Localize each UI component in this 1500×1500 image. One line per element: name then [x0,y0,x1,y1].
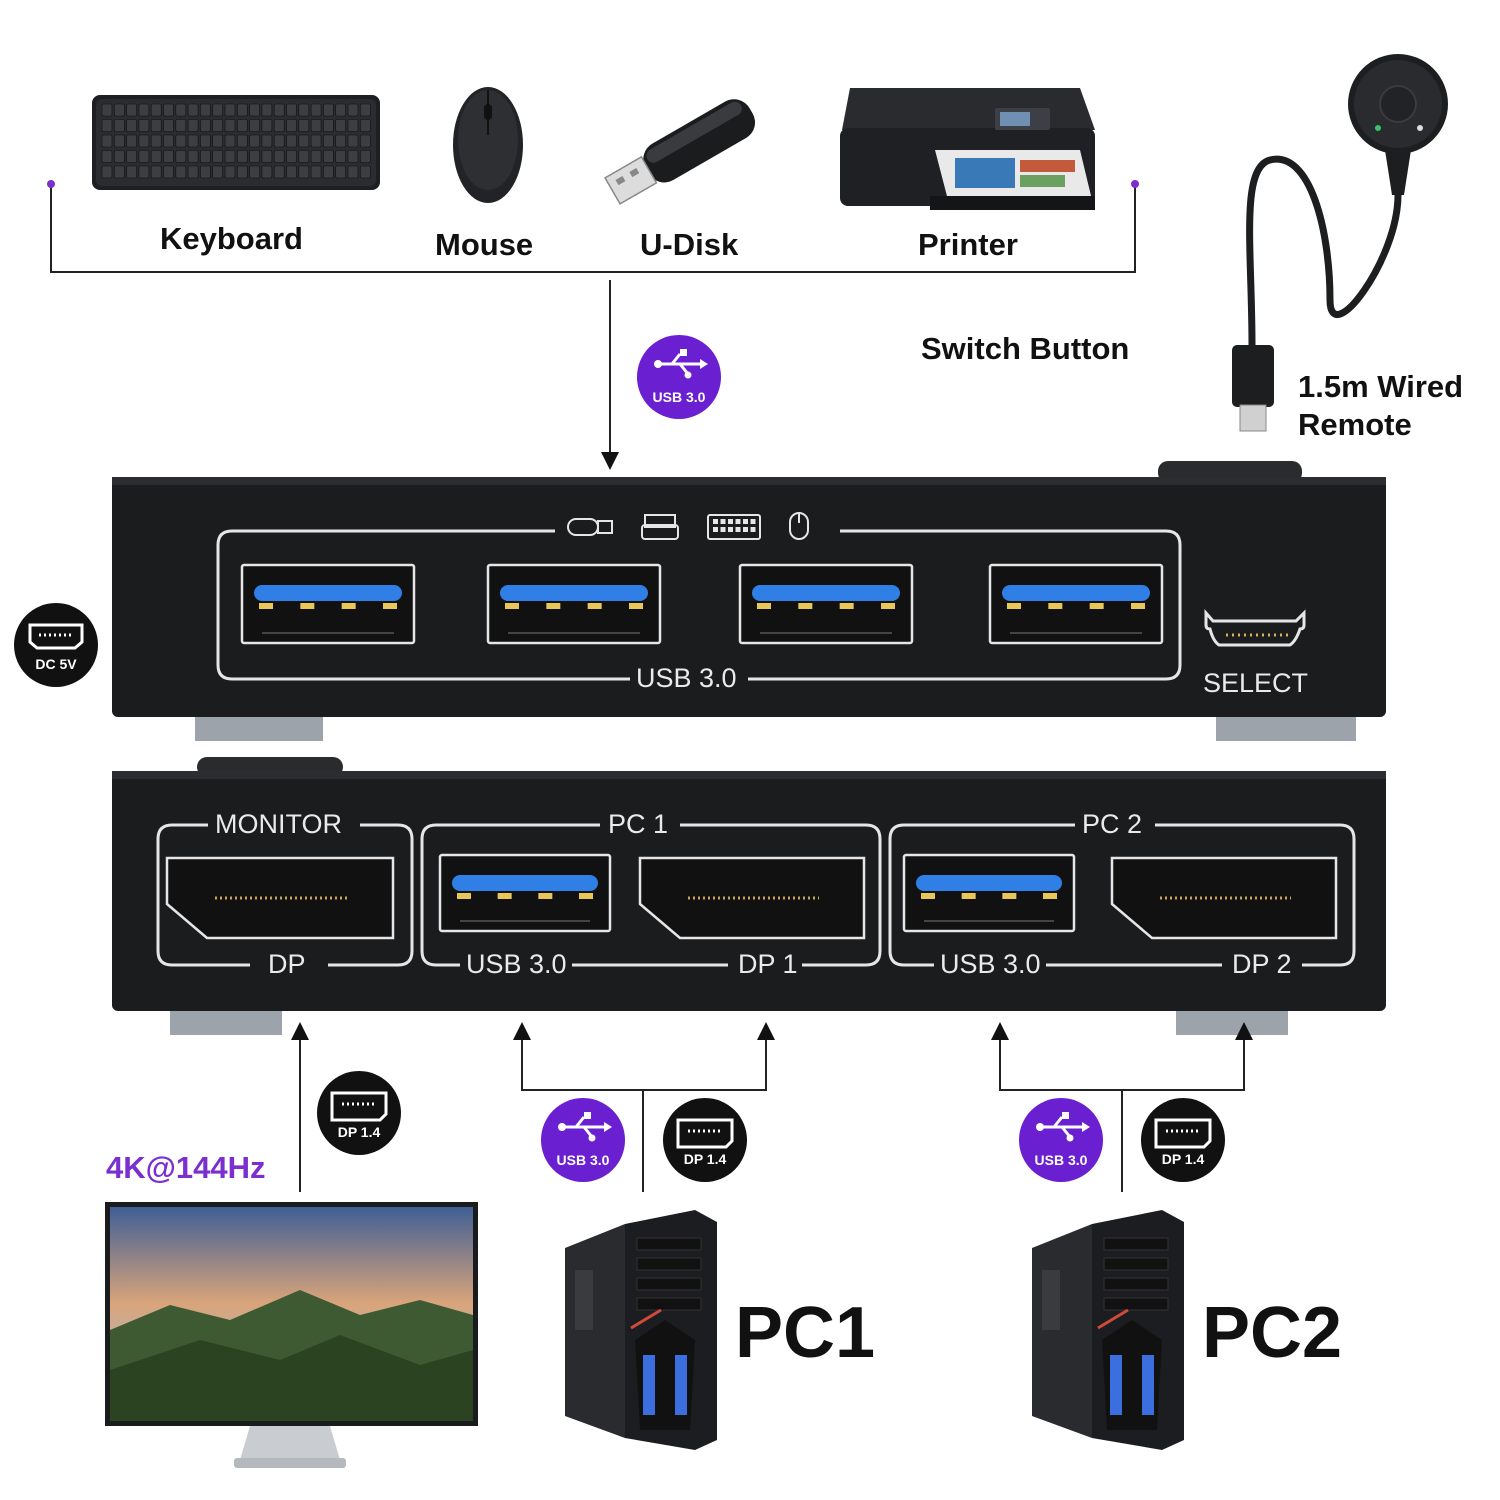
pc2-dp-label: DP 2 [1232,949,1292,979]
peripheral-illustrations [47,54,1448,470]
pc1-dp-label: DP 1 [738,949,798,979]
dp-badge-pc2: DP 1.4 [1140,1097,1226,1183]
pc-tower-icon [1032,1210,1184,1450]
pc1-group-label: PC 1 [608,809,669,839]
peripheral-bracket [50,185,1136,455]
select-label: SELECT [1203,668,1309,698]
monitor-spec-label: 4K@144Hz [106,1150,266,1185]
displayport-icon: DP 1.4 [1141,1098,1225,1182]
dp-badge-text: DP 1.4 [1162,1151,1205,1167]
usb-badge-top: USB 3.0 [636,334,722,420]
usb-badge-pc2: USB 3.0 [1018,1097,1104,1183]
pc2-usb-label: USB 3.0 [940,949,1041,979]
pc2-label: PC2 [1202,1293,1343,1373]
usb-badge-text: USB 3.0 [557,1152,610,1168]
wired-remote-icon [1232,54,1448,432]
displayport-icon: DP 1.4 [317,1071,401,1155]
front-usb-ports [240,563,1164,645]
front-usb-label: USB 3.0 [636,663,737,693]
mouse-icon [453,87,523,203]
pc2-group-label: PC 2 [1082,809,1143,839]
remote-cable-label-line1: 1.5m Wired [1298,369,1464,404]
keyboard-icon [92,95,380,190]
dp-badge-monitor: DP 1.4 [316,1070,402,1156]
usb-badge-icon: USB 3.0 [541,1098,625,1182]
rear-group-frames [156,823,1356,967]
rear-ports [165,853,1338,940]
pc1-label: PC1 [735,1293,876,1373]
mouse-label: Mouse [435,227,534,262]
dp-badge-pc1: DP 1.4 [662,1097,748,1183]
kvm-front-panel [112,461,1386,741]
dp-badge-text: DP 1.4 [684,1151,727,1167]
displayport-icon: DP 1.4 [663,1098,747,1182]
printer-icon [840,88,1095,210]
usb-badge-text: USB 3.0 [1035,1152,1088,1168]
remote-cable-label-line2: Remote [1298,407,1412,442]
dc-power-icon: DC 5V [14,603,98,687]
switch-button-label: Switch Button [921,331,1130,366]
keyboard-label: Keyboard [160,221,303,256]
pc1-usb-label: USB 3.0 [466,949,567,979]
printer-label: Printer [918,227,1018,262]
usb-badge-icon: USB 3.0 [637,335,721,419]
usb-badge-text: USB 3.0 [653,389,706,405]
usb-badge-icon: USB 3.0 [1019,1098,1103,1182]
monitor-icon [105,1202,478,1468]
usb-badge-pc1: USB 3.0 [540,1097,626,1183]
pc-connections [105,1022,1253,1468]
monitor-dp-label: DP [268,949,306,979]
monitor-group-label: MONITOR [215,809,342,839]
dc-badge: DC 5V [13,602,99,688]
usb-drive-icon [604,99,756,205]
front-port-icons [567,512,809,540]
udisk-label: U-Disk [640,227,739,262]
pc-tower-icon [565,1210,717,1450]
dp-badge-text: DP 1.4 [338,1124,381,1140]
dc-badge-text: DC 5V [35,656,77,672]
kvm-rear-panel [112,757,1386,1035]
